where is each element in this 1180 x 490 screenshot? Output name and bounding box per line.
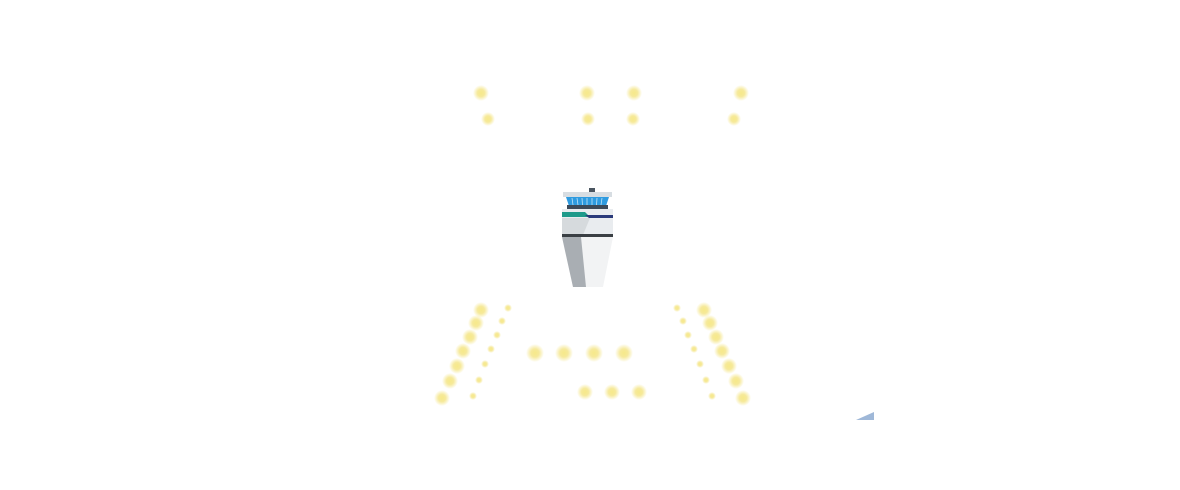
runway-light-icon bbox=[434, 390, 450, 406]
tower-teal-stripe bbox=[562, 212, 590, 217]
runway-light-icon bbox=[581, 112, 595, 126]
runway-light-icon bbox=[475, 376, 483, 384]
tower-cab-base bbox=[567, 205, 608, 209]
runway-light-icon bbox=[626, 85, 642, 101]
runway-light-icon bbox=[735, 390, 751, 406]
runway-light-icon bbox=[481, 360, 489, 368]
tower-body-shade bbox=[562, 218, 590, 235]
tower-separator bbox=[562, 234, 613, 237]
runway-light-icon bbox=[526, 344, 544, 362]
runway-light-icon bbox=[504, 304, 512, 312]
runway-light-icon bbox=[585, 344, 603, 362]
runway-light-icon bbox=[702, 376, 710, 384]
runway-light-icon bbox=[673, 304, 681, 312]
tower-antenna bbox=[589, 188, 595, 193]
runway-light-icon bbox=[455, 343, 471, 359]
runway-light-icon bbox=[702, 315, 718, 331]
runway-light-icon bbox=[728, 373, 744, 389]
tower-glass-mullions bbox=[571, 197, 603, 206]
runway-light-icon bbox=[442, 373, 458, 389]
runway-light-icon bbox=[577, 384, 593, 400]
tower-navy-stripe bbox=[585, 215, 613, 218]
runway-light-icon bbox=[696, 302, 712, 318]
runway-light-icon bbox=[555, 344, 573, 362]
runway-light-icon bbox=[493, 331, 501, 339]
tower-roof bbox=[563, 192, 612, 197]
runway-light-icon bbox=[626, 112, 640, 126]
runway-light-icon bbox=[473, 302, 489, 318]
runway-light-icon bbox=[631, 384, 647, 400]
runway-light-icon bbox=[684, 331, 692, 339]
control-tower-icon bbox=[562, 188, 613, 287]
runway-light-icon bbox=[468, 315, 484, 331]
runway-light-icon bbox=[449, 358, 465, 374]
runway-light-icon bbox=[714, 343, 730, 359]
runway-light-icon bbox=[481, 112, 495, 126]
runway-light-icon bbox=[727, 112, 741, 126]
runway-light-icon bbox=[690, 345, 698, 353]
runway-light-icon bbox=[604, 384, 620, 400]
runway-light-icon bbox=[462, 329, 478, 345]
runway-light-icon bbox=[615, 344, 633, 362]
runway-light-icon bbox=[721, 358, 737, 374]
runway-light-icon bbox=[469, 392, 477, 400]
runway-light-icon bbox=[498, 317, 506, 325]
runway-light-icon bbox=[708, 392, 716, 400]
runway-light-icon bbox=[679, 317, 687, 325]
tower-shaft-shade bbox=[562, 237, 586, 287]
runway-light-icon bbox=[708, 329, 724, 345]
runway-light-icon bbox=[487, 345, 495, 353]
tower-glass-cab bbox=[566, 197, 609, 206]
corner-accent bbox=[856, 412, 874, 420]
runway-light-icon bbox=[579, 85, 595, 101]
runway-light-icon bbox=[696, 360, 704, 368]
runway-light-icon bbox=[733, 85, 749, 101]
runway-light-icon bbox=[473, 85, 489, 101]
runway-lights bbox=[434, 85, 751, 406]
